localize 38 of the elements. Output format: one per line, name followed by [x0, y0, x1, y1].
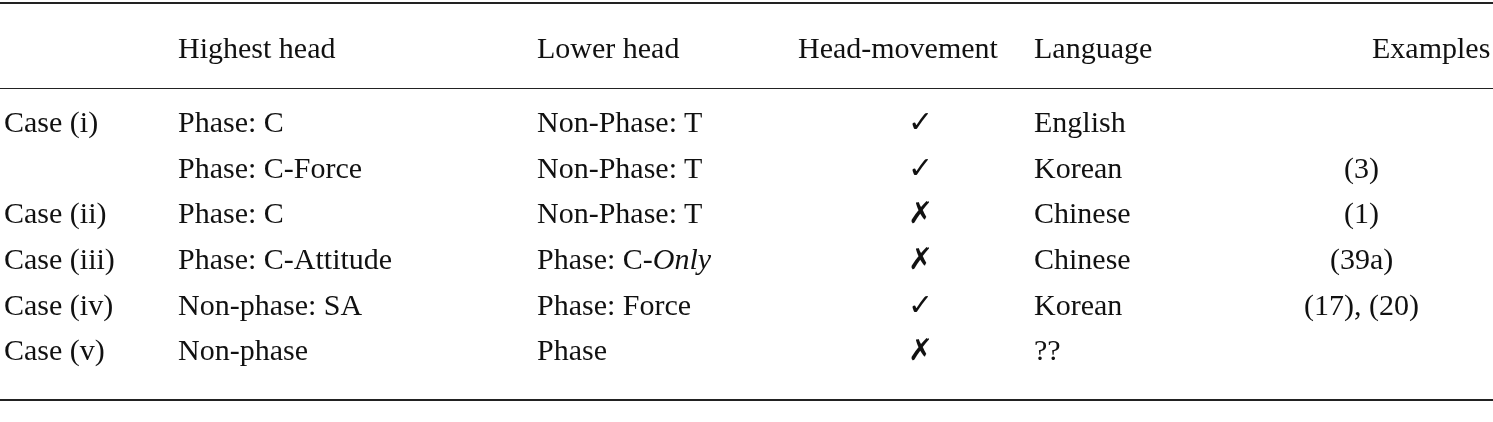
- status-mark: ✗: [907, 332, 933, 368]
- table-text: (39a): [1330, 241, 1394, 277]
- table-text: Korean: [1034, 287, 1123, 323]
- table-text: Non-Phase: T: [537, 104, 703, 140]
- table-text: Non-phase: [178, 332, 308, 368]
- column-header: Highest head: [178, 30, 336, 66]
- status-mark: ✗: [907, 241, 933, 277]
- table-text: ??: [1034, 332, 1061, 368]
- status-mark: ✗: [907, 195, 933, 231]
- table-text: Korean: [1034, 150, 1123, 186]
- table-text: (17), (20): [1304, 287, 1419, 323]
- table-text: Phase: C-Attitude: [178, 241, 393, 277]
- row-label: Case (iv): [4, 287, 114, 323]
- table-text: Non-phase: SA: [178, 287, 363, 323]
- row-label: Case (ii): [4, 195, 107, 231]
- table-text: (1): [1344, 195, 1379, 231]
- column-header: Language: [1034, 30, 1153, 66]
- status-mark: ✓: [907, 287, 933, 323]
- table-text: Phase: Force: [537, 287, 692, 323]
- table-text: Chinese: [1034, 241, 1131, 277]
- table-text: Non-Phase: T: [537, 150, 703, 186]
- table-text: Non-Phase: T: [537, 195, 703, 231]
- column-header: Lower head: [537, 30, 680, 66]
- status-mark: ✓: [907, 104, 933, 140]
- table-text: Phase: C-Force: [178, 150, 363, 186]
- table-text: Phase: [537, 332, 607, 368]
- row-label: Case (i): [4, 104, 99, 140]
- column-header: Head-movement: [798, 30, 998, 66]
- row-label: Case (v): [4, 332, 105, 368]
- table-text: (3): [1344, 150, 1379, 186]
- table-text: Phase: C: [178, 195, 284, 231]
- table-text: Chinese: [1034, 195, 1131, 231]
- row-label: Case (iii): [4, 241, 115, 277]
- table-text: Phase: C: [178, 104, 284, 140]
- table-text: English: [1034, 104, 1126, 140]
- table-text: Phase: C-Only: [537, 241, 712, 277]
- column-header: Examples: [1372, 30, 1491, 66]
- status-mark: ✓: [907, 150, 933, 186]
